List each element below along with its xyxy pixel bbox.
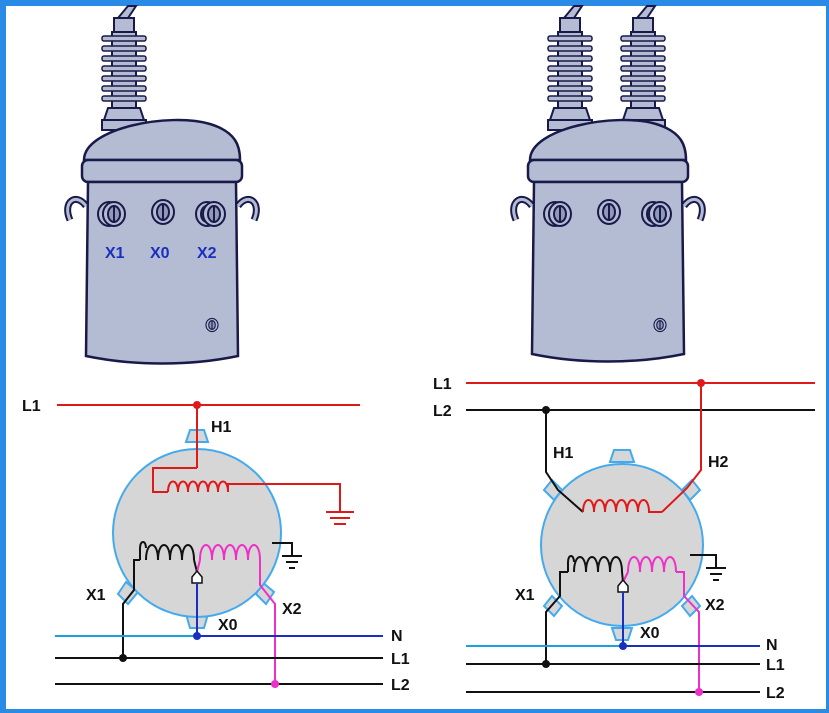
left-terminal-label-x0: X0 [150, 245, 170, 262]
right-secondary-coil-x2 [627, 556, 677, 573]
right-primary-label-h2: H2 [708, 454, 729, 471]
left-secondary-coil-x2 [199, 544, 261, 561]
left-center-tap [191, 569, 203, 584]
left-line-label-l2: L2 [391, 677, 410, 694]
right-terminal-x0 [597, 199, 621, 225]
left-primary-label-h1: H1 [211, 419, 232, 436]
right-secondary-label-x2: X2 [705, 597, 725, 614]
left-line-label-l1-top: L1 [22, 398, 41, 415]
left-h1-bushing [101, 5, 147, 131]
right-line-label-l2: L2 [766, 685, 785, 702]
right-tank-body [530, 180, 686, 363]
right-line-label-n: N [766, 637, 778, 654]
left-line-label-n: N [391, 628, 403, 645]
left-line-label-l1: L1 [391, 651, 410, 668]
left-tank-rim [80, 158, 244, 184]
left-lifting-lug-left [68, 199, 86, 220]
right-tank-cover [528, 118, 688, 162]
right-secondary-label-x1: X1 [515, 587, 535, 604]
right-secondary-coil-x1 [573, 556, 623, 573]
right-secondary-label-x0: X0 [640, 625, 660, 642]
right-transformer [514, 5, 703, 363]
left-secondary-label-x2: X2 [282, 601, 302, 618]
left-primary-coil [167, 480, 229, 493]
right-line-label-l1: L1 [766, 657, 785, 674]
right-h1-bushing [547, 5, 593, 131]
right-h2-bushing [620, 5, 666, 131]
left-schematic: L1 H1 [22, 398, 410, 694]
left-ground-terminal [205, 317, 219, 333]
right-lifting-lug-right [684, 199, 702, 220]
left-tank-cover [82, 118, 242, 162]
right-line-label-l1-top: L1 [433, 376, 452, 393]
right-lifting-lug-left [514, 199, 532, 220]
left-terminal-x0 [151, 199, 175, 225]
right-line-label-l2-top: L2 [433, 403, 452, 420]
right-ground-terminal [653, 317, 667, 333]
left-secondary-coil-x1 [145, 544, 195, 561]
right-primary-coil [582, 499, 662, 513]
left-terminal-label-x1: X1 [105, 245, 125, 262]
right-center-tap [617, 578, 629, 593]
left-secondary-label-x0: X0 [218, 617, 238, 634]
right-schematic: L1 L2 H1 H2 [433, 376, 815, 702]
right-primary-label-h1: H1 [553, 445, 574, 462]
right-tank-rim [526, 158, 690, 184]
left-terminal-label-x2: X2 [197, 245, 217, 262]
left-secondary-label-x1: X1 [86, 587, 106, 604]
left-tank-body [84, 180, 240, 365]
left-lifting-lug-right [238, 199, 256, 220]
left-transformer: X1 X0 X2 [68, 5, 257, 365]
